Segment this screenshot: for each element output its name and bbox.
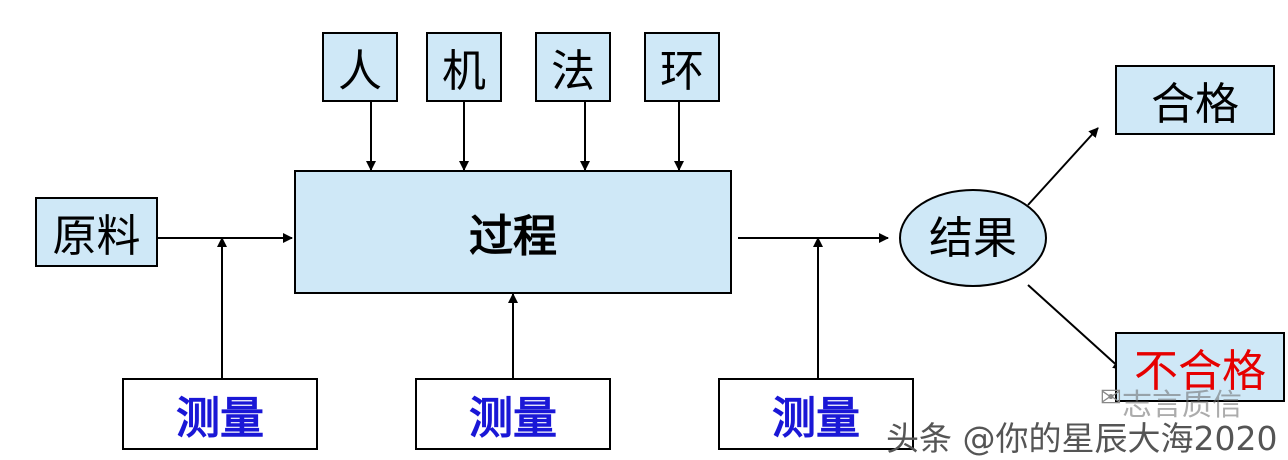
result-label: 结果 [929, 213, 1017, 264]
input-label: 原料 [52, 211, 141, 262]
pass-box: 合格 [1115, 65, 1275, 135]
process-box: 过程 [294, 170, 732, 294]
fail-box: 不合格 [1115, 332, 1285, 402]
measure-label: 测量 [469, 393, 557, 444]
chat-bubble-icon: ✉ [1100, 383, 1122, 413]
factor-machine: 机 [426, 32, 502, 102]
factor-method-label: 法 [551, 46, 595, 97]
result-ellipse [899, 189, 1047, 287]
pass-label: 合格 [1151, 79, 1239, 130]
factor-environment-label: 环 [660, 46, 704, 97]
watermark-overlay: 志言质信 [1122, 388, 1242, 423]
measure-box-process: 测量 [415, 378, 611, 450]
factor-machine-label: 机 [442, 46, 486, 97]
arrow-fail [1027, 284, 1123, 371]
measure-box-output: 测量 [718, 378, 914, 450]
watermark-text: 头条 @你的星辰大海2020 [886, 419, 1278, 458]
factor-people-label: 人 [338, 46, 382, 97]
input-box: 原料 [35, 197, 158, 267]
factor-method: 法 [535, 32, 611, 102]
measure-label: 测量 [176, 393, 264, 444]
factor-people: 人 [322, 32, 398, 102]
factor-environment: 环 [644, 32, 720, 102]
measure-box-input: 测量 [122, 378, 318, 450]
process-label: 过程 [469, 211, 557, 262]
arrow-pass [1027, 127, 1099, 206]
fail-label: 不合格 [1134, 346, 1266, 397]
measure-label: 测量 [772, 393, 860, 444]
